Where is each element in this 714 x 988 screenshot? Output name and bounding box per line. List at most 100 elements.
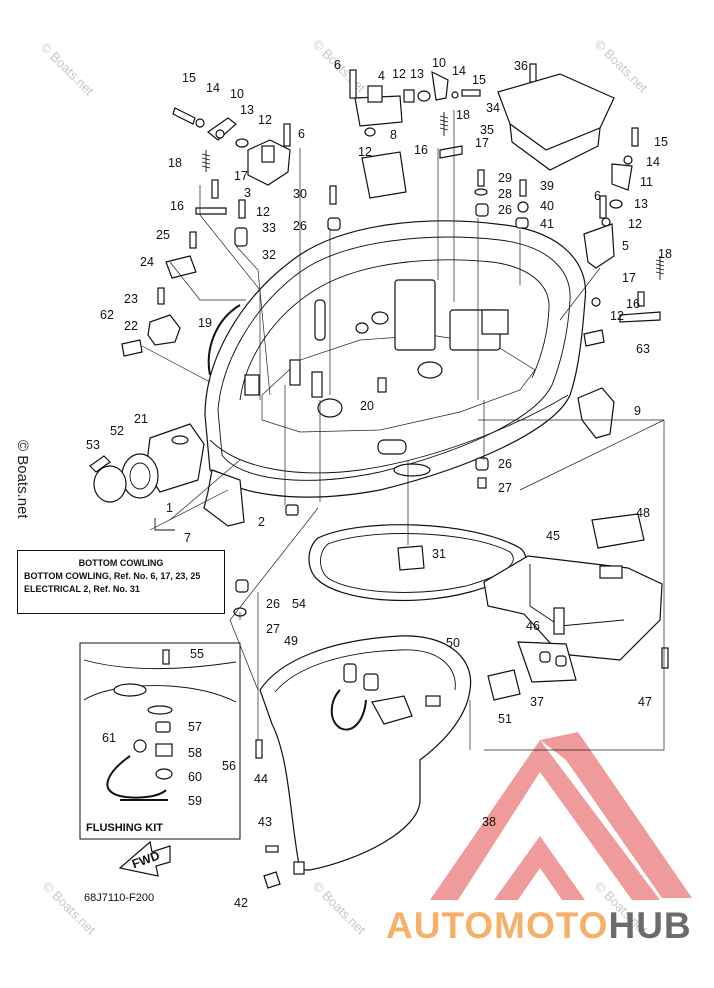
brand-logo	[430, 732, 692, 900]
callout-37: 37	[530, 695, 544, 709]
callout-31: 31	[432, 547, 446, 561]
callout-18c: 18	[658, 247, 672, 261]
watermark: © Boats.net	[38, 40, 97, 99]
callout-32: 32	[262, 248, 276, 262]
upper-brackets	[121, 63, 665, 439]
callout-20: 20	[360, 399, 374, 413]
callout-15c: 15	[654, 135, 668, 149]
callout-57: 57	[188, 720, 202, 734]
callout-14a: 14	[206, 81, 220, 95]
callout-17a: 17	[234, 169, 248, 183]
callout-29: 29	[498, 171, 512, 185]
callout-48: 48	[636, 506, 650, 520]
watermark: © Boats.net	[310, 879, 369, 938]
callout-23: 23	[124, 292, 138, 306]
callout-16b: 16	[414, 143, 428, 157]
callout-46: 46	[526, 619, 540, 633]
callout-6a: 6	[298, 127, 305, 141]
callout-43: 43	[258, 815, 272, 829]
callout-54: 54	[292, 597, 306, 611]
callout-27a: 27	[498, 481, 512, 495]
callout-16c: 16	[626, 297, 640, 311]
callout-11: 11	[640, 175, 653, 189]
callout-12e: 12	[628, 217, 642, 231]
callout-12f: 12	[610, 309, 624, 323]
callout-56: 56	[222, 759, 236, 773]
legend-line-1: BOTTOM COWLING, Ref. No. 6, 17, 23, 25	[24, 571, 201, 581]
fwd-arrow: FWD	[118, 840, 171, 877]
callout-50: 50	[446, 636, 460, 650]
brand-part-1: AUTOMOTO	[386, 905, 609, 946]
callout-22: 22	[124, 319, 138, 333]
callout-12c: 12	[392, 67, 406, 81]
callout-55: 55	[190, 647, 204, 661]
callout-61: 61	[102, 731, 116, 745]
callout-13c: 13	[634, 197, 648, 211]
brand-wordmark: AUTOMOTOHUB	[386, 905, 692, 947]
callout-44: 44	[254, 772, 268, 786]
callout-17c: 17	[622, 271, 636, 285]
callout-36: 36	[514, 59, 528, 73]
callout-42: 42	[234, 896, 248, 910]
right-bracket	[483, 513, 669, 683]
callout-6b: 6	[334, 58, 341, 72]
callout-45: 45	[546, 529, 560, 543]
callout-13a: 13	[240, 103, 254, 117]
callout-38: 38	[482, 815, 496, 829]
callout-28: 28	[498, 187, 512, 201]
callout-8: 8	[390, 128, 397, 142]
callout-15a: 15	[182, 71, 196, 85]
side-watermark: © Boats.net	[14, 440, 31, 519]
lower-cowling	[233, 579, 521, 889]
callout-27b: 27	[266, 622, 280, 636]
callout-63: 63	[636, 342, 650, 356]
seal-gasket	[308, 524, 526, 602]
callout-47: 47	[638, 695, 652, 709]
left-front-parts	[89, 423, 489, 531]
callout-59: 59	[188, 794, 202, 808]
callout-26b: 26	[498, 203, 512, 217]
callout-39: 39	[540, 179, 554, 193]
callout-34: 34	[486, 101, 500, 115]
callout-5: 5	[622, 239, 629, 253]
callout-25: 25	[156, 228, 170, 242]
callout-49: 49	[284, 634, 298, 648]
legend-box: BOTTOM COWLING BOTTOM COWLING, Ref. No. …	[17, 550, 225, 614]
callout-10a: 10	[230, 87, 244, 101]
watermark: © Boats.net	[592, 37, 651, 96]
callout-3: 3	[244, 186, 251, 200]
callout-17b: 17	[475, 136, 489, 150]
brand-part-2: HUB	[608, 905, 692, 946]
callout-16a: 16	[170, 199, 184, 213]
callout-33: 33	[262, 221, 276, 235]
bottom-cowling	[204, 220, 587, 498]
watermark: © Boats.net	[40, 879, 99, 938]
callout-18a: 18	[168, 156, 182, 170]
callout-58: 58	[188, 746, 202, 760]
leader-lines	[141, 110, 665, 751]
callout-14c: 14	[646, 155, 660, 169]
callout-12a: 12	[258, 113, 272, 127]
callout-4: 4	[378, 69, 385, 83]
callout-14b: 14	[452, 64, 466, 78]
callout-15b: 15	[472, 73, 486, 87]
callout-40: 40	[540, 199, 554, 213]
callout-6c: 6	[594, 189, 601, 203]
callout-26a: 26	[293, 219, 307, 233]
callout-26d: 26	[266, 597, 280, 611]
callout-13b: 13	[410, 67, 424, 81]
callout-53: 53	[86, 438, 100, 452]
callout-12d: 12	[358, 145, 372, 159]
flushing-kit-panel	[79, 642, 241, 840]
legend-title: BOTTOM COWLING	[78, 558, 164, 568]
callout-2: 2	[258, 515, 265, 529]
figure-code: 68J7110-F200	[84, 892, 155, 904]
callout-35: 35	[480, 123, 494, 137]
callout-7: 7	[184, 531, 191, 545]
callout-26c: 26	[498, 457, 512, 471]
callout-52: 52	[110, 424, 124, 438]
callout-60: 60	[188, 770, 202, 784]
callout-18b: 18	[456, 108, 470, 122]
